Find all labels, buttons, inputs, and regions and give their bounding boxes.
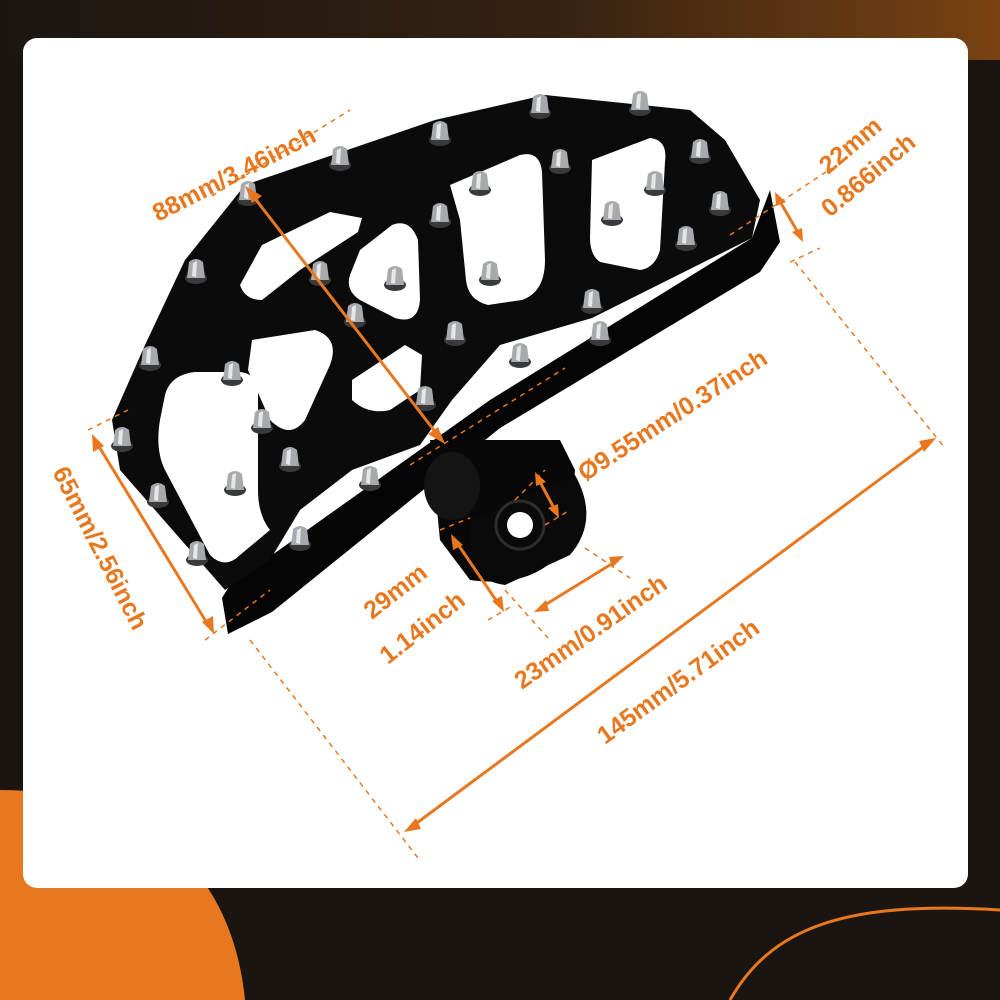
dim-line-mount-height	[453, 539, 502, 607]
stud	[329, 146, 351, 171]
stud	[224, 471, 246, 496]
label-mount-width: 23mm/0.91inch	[509, 569, 672, 695]
metal-studs	[111, 91, 731, 566]
stud	[139, 346, 161, 371]
stud	[384, 266, 406, 291]
stud	[601, 201, 623, 226]
stud	[279, 447, 301, 472]
dim-line-mount-width	[539, 558, 619, 610]
stud	[529, 94, 551, 119]
orange-arc-shape	[728, 906, 1000, 1000]
stud	[111, 427, 133, 452]
stud	[675, 226, 697, 251]
dimension-lines	[87, 109, 946, 859]
stud	[186, 541, 208, 566]
stud	[644, 171, 666, 196]
footpeg-side	[222, 190, 780, 634]
mount-bracket	[424, 440, 587, 585]
dim-line-thickness	[776, 197, 802, 237]
motorcycle-footpeg-icon	[111, 91, 780, 634]
stud	[709, 191, 731, 216]
stud	[221, 361, 243, 386]
label-total-length: 145mm/5.71inch	[592, 614, 765, 750]
stud	[689, 139, 711, 164]
stud	[469, 171, 491, 196]
stud	[509, 343, 531, 368]
dim-line-top-length	[248, 191, 442, 439]
stud	[414, 386, 436, 411]
stud	[185, 259, 207, 284]
stud	[147, 483, 169, 508]
stud	[444, 321, 466, 346]
stud	[359, 466, 381, 491]
stud	[479, 261, 501, 286]
stud	[251, 409, 273, 434]
stud	[589, 321, 611, 346]
stud	[549, 149, 571, 174]
dim-line-width	[93, 439, 212, 629]
stud	[289, 526, 311, 551]
stud	[581, 289, 603, 314]
stud	[429, 203, 451, 228]
dim-line-total-length	[409, 440, 931, 830]
stud	[429, 121, 451, 146]
stud	[629, 91, 651, 116]
